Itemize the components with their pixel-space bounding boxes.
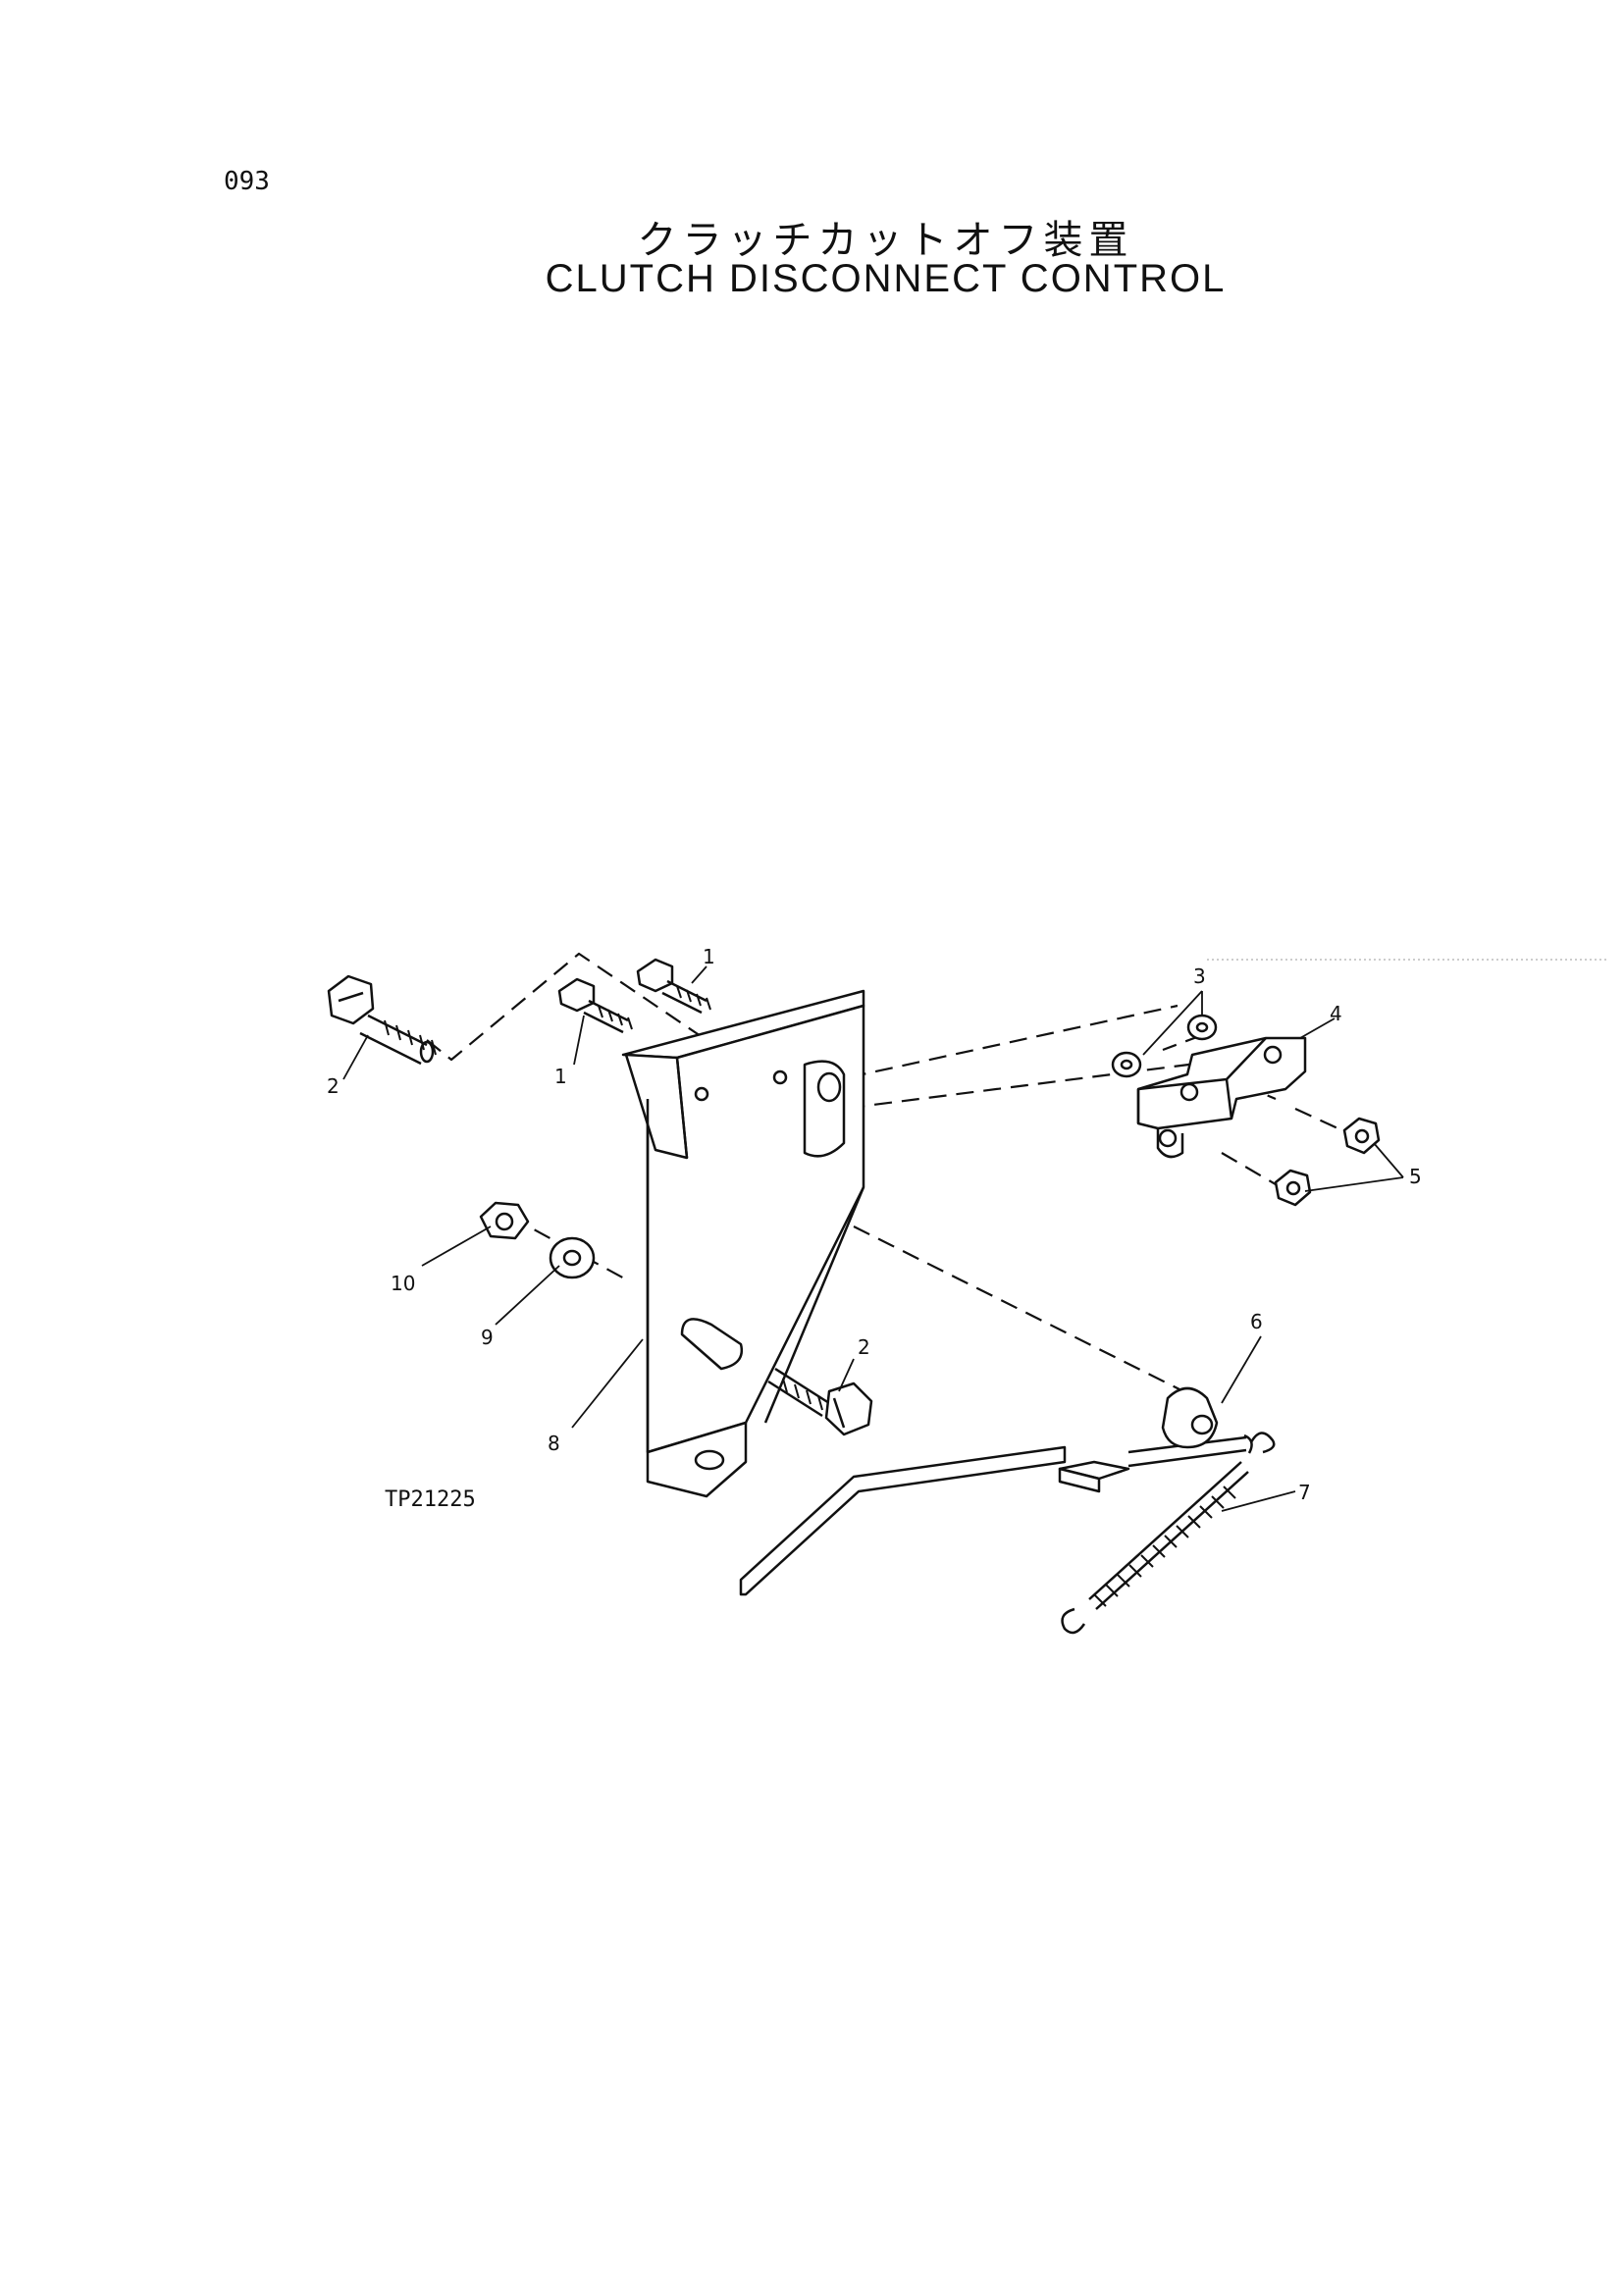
page-title-english: CLUTCH DISCONNECT CONTROL: [545, 257, 1227, 300]
callout-labels: 1 1 2 2 3 4 5 6 7 8 9 10: [327, 945, 1422, 1504]
callout-1-upper: 1: [703, 945, 715, 968]
bracket-part-8: [621, 989, 865, 1498]
switch-part-4: [1136, 1036, 1307, 1159]
callout-leaders: [342, 965, 1404, 1512]
washer-part-3: [1111, 1014, 1218, 1078]
flange-bolt-part-2-top: [327, 974, 437, 1066]
callout-4: 4: [1330, 1002, 1342, 1025]
spring-part-7: [1061, 1432, 1276, 1635]
page-number: 093: [224, 167, 270, 196]
callout-10: 10: [391, 1272, 415, 1295]
callout-1-lower: 1: [554, 1065, 567, 1088]
callout-9: 9: [481, 1326, 494, 1349]
callout-6: 6: [1250, 1310, 1263, 1333]
callout-8: 8: [548, 1432, 560, 1455]
bolt-part-1-upper: [636, 958, 711, 1015]
nut-part-5: [1274, 1117, 1381, 1207]
flange-bolt-part-2-lower: [767, 1367, 873, 1436]
callout-5: 5: [1409, 1165, 1422, 1188]
washer-part-9: [549, 1236, 596, 1279]
callout-7: 7: [1298, 1481, 1311, 1504]
callout-2-upper: 2: [327, 1074, 340, 1098]
rod-part-6: [739, 1386, 1253, 1596]
drawing-id: TP21225: [385, 1487, 476, 1512]
assembly-lines: [426, 952, 1360, 1394]
callout-2-lower: 2: [858, 1335, 870, 1359]
bolt-part-1-lower: [557, 977, 633, 1034]
flange-nut-part-10: [479, 1201, 530, 1240]
page-title-japanese: クラッチカットオフ装置: [637, 218, 1134, 263]
callout-3: 3: [1193, 965, 1206, 988]
